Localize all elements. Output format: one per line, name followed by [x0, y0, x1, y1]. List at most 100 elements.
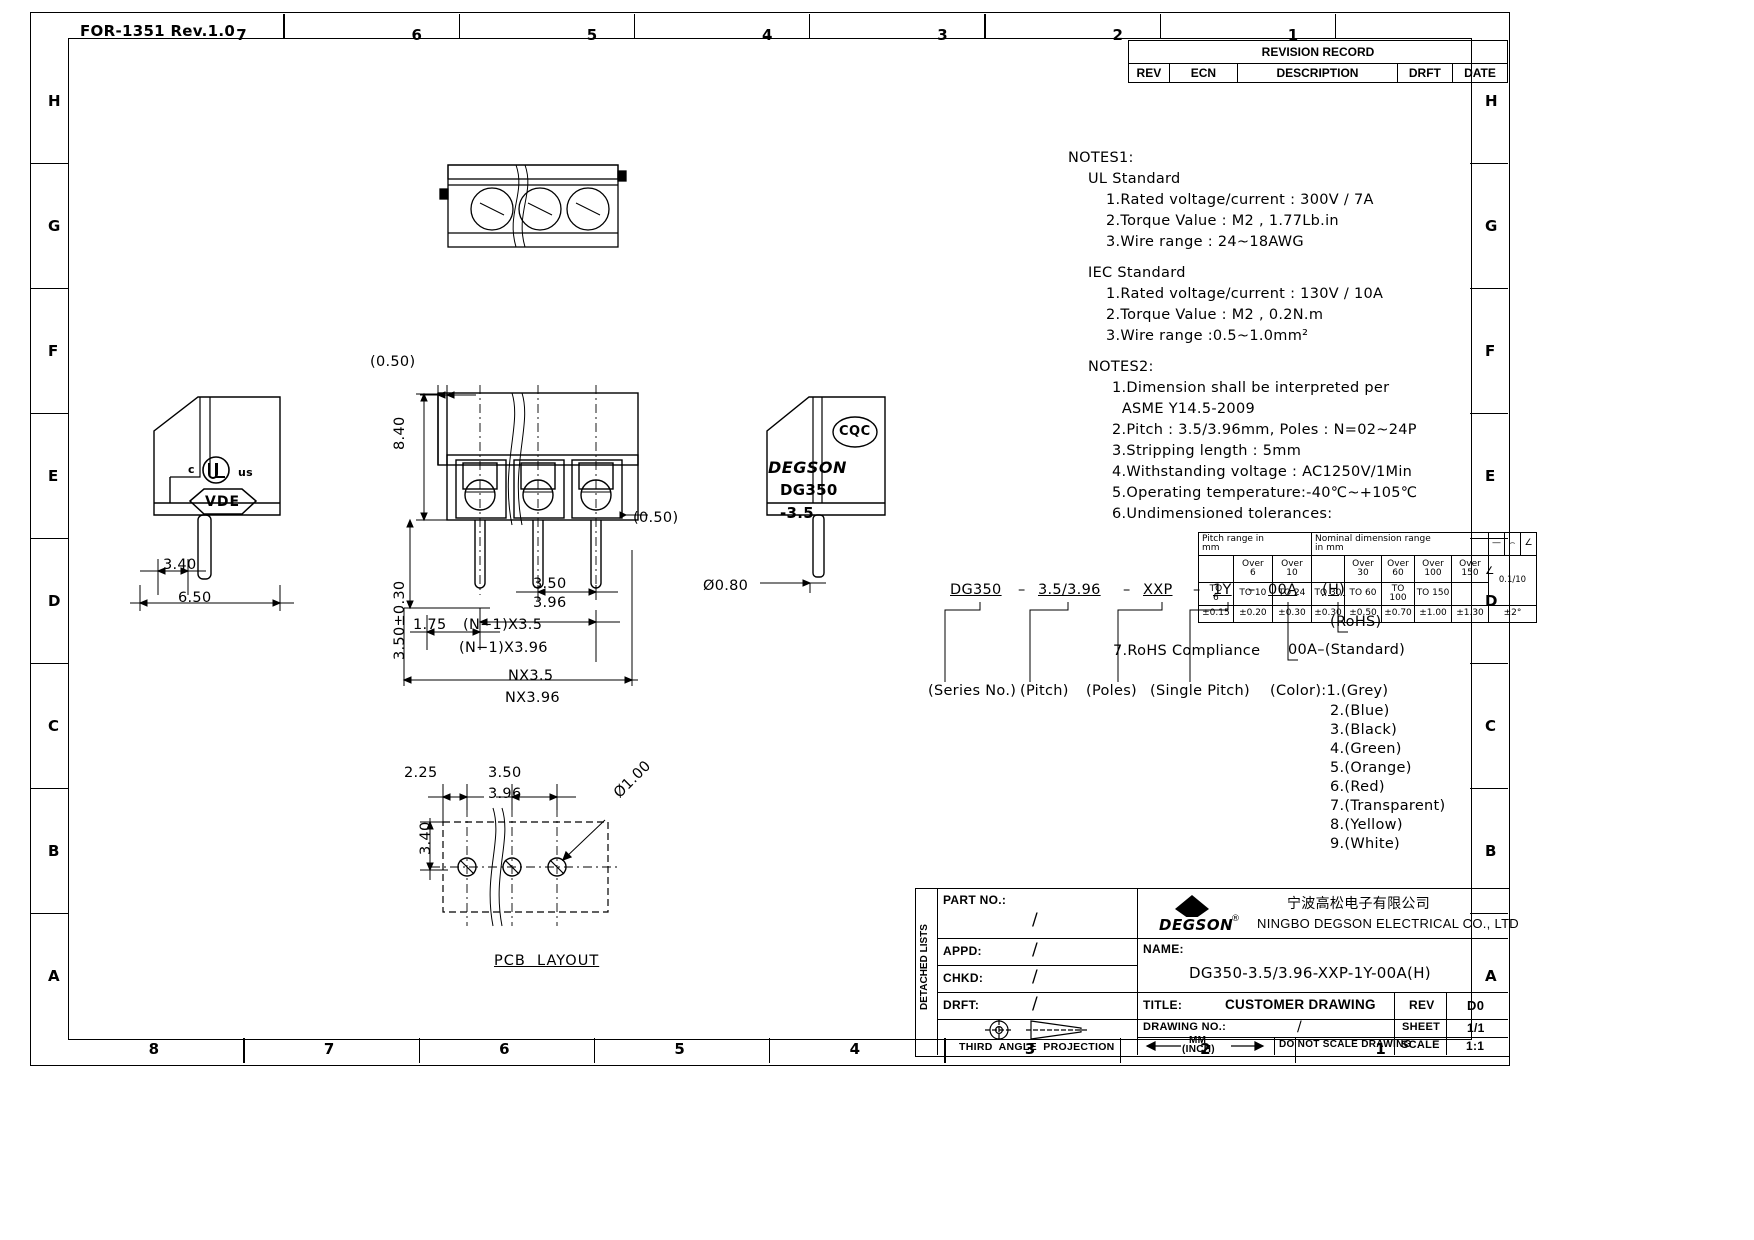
chkd-value: /	[1032, 967, 1039, 987]
part-color-option-9: 9.(White)	[1330, 836, 1401, 852]
title-block-left-column: PART NO.: / APPD: / CHKD: / DRFT: /	[937, 888, 1138, 1055]
scale-label-cell: SCALE	[1394, 1037, 1447, 1055]
zone-side-F-right: F	[1485, 341, 1496, 360]
front-dim-gap-top: (0.50)	[370, 354, 416, 370]
part-no-cell: PART NO.: /	[937, 888, 1138, 939]
tolerance-over-row: Over 6 Over 10 Over 30 Over 60 Over 100 …	[1198, 555, 1537, 606]
zone-top-6: 6	[411, 26, 423, 44]
appd-cell: APPD: /	[937, 938, 1138, 966]
zone-bottom-7: 7	[323, 1040, 335, 1058]
zone-tick	[418, 1038, 420, 1063]
front-dim-span-b: (N−1)X3.96	[459, 640, 548, 656]
part-number-leader-lines	[944, 602, 1348, 682]
no-scale-label: DO NOT SCALE DRAWING	[1279, 1039, 1412, 1050]
pcb-dim-3-96: 3.96	[488, 786, 522, 802]
tolerance-table: Pitch range in mm Nominal dimension rang…	[1198, 532, 1537, 623]
zone-side-E-right: E	[1485, 466, 1496, 485]
tolerance-over-5: Over 60	[1381, 555, 1415, 583]
chkd-cell: CHKD: /	[937, 965, 1138, 993]
tolerance-header-nominal: Nominal dimension range in mm	[1311, 532, 1489, 556]
side-view-dim-6-50: 6.50	[178, 590, 212, 606]
zone-side-H-right: H	[1485, 91, 1498, 110]
zone-side-G-left: G	[48, 216, 61, 235]
part-color-option-7: 7.(Transparent)	[1330, 798, 1446, 814]
zone-side-G-right: G	[1485, 216, 1498, 235]
scale-label: SCALE	[1401, 1039, 1440, 1051]
cqc-label: CQC	[839, 424, 871, 439]
revision-header-drft: DRFT	[1396, 63, 1453, 83]
drft-value: /	[1032, 994, 1039, 1014]
units-row: MM (INCH) DO NOT SCALE DRAWING SCALE 1:1	[1137, 1035, 1508, 1055]
drawing-no-row: DRAWING NO.: / SHEET 1/1	[1137, 1019, 1508, 1038]
tolerance-values-row: ±0.15±0.20±0.30±0.30±0.50±0.70±1.00±1.30…	[1198, 605, 1537, 623]
zone-bottom-3: 3	[1024, 1040, 1036, 1058]
zone-side-C-left: C	[48, 716, 60, 735]
pcb-dim-2-25: 2.25	[404, 765, 438, 781]
zone-side-H-left: H	[48, 91, 61, 110]
zone-bottom-1: 1	[1375, 1040, 1387, 1058]
tolerance-value-2: ±0.30	[1271, 605, 1313, 623]
front-dim-pitch-b: 3.96	[533, 595, 567, 611]
drawing-no-label: DRAWING NO.:	[1143, 1021, 1227, 1033]
part-seg-series: DG350	[950, 582, 1002, 598]
part-color-option-8: 8.(Yellow)	[1330, 817, 1403, 833]
tolerance-sym-arc: ⌢	[1504, 532, 1521, 556]
scale-value-cell: 1:1	[1446, 1037, 1508, 1055]
right-view-drawing	[766, 396, 886, 578]
drawing-no-value: /	[1297, 1019, 1303, 1035]
notes1-group-0-name: UL Standard	[1088, 171, 1181, 187]
zone-bottom-2: 2	[1200, 1040, 1211, 1058]
front-dim-pin-length: 3.50±0.30	[392, 580, 408, 660]
part-color-option-4: 4.(Green)	[1330, 741, 1402, 757]
zone-tick	[1470, 288, 1508, 290]
front-dim-span-a: (N−1)X3.5	[463, 617, 543, 633]
part-sep-4: –	[1248, 582, 1256, 598]
revision-record-table: REVISION RECORD REV ECN DESCRIPTION DRFT…	[1128, 40, 1509, 83]
company-logo-text: DEGSON	[1159, 916, 1234, 934]
model-line-2: -3.5	[780, 504, 814, 522]
zone-tick	[30, 663, 68, 665]
notes2-item-0: 1.Dimension shall be interpreted per	[1112, 380, 1390, 396]
revision-header-ecn: ECN	[1168, 63, 1239, 83]
zone-bottom-5: 5	[674, 1040, 686, 1058]
zone-side-D-left: D	[48, 591, 61, 610]
part-no-value: /	[1032, 910, 1039, 930]
projection-cell: THIRD ANGLE PROJECTION	[937, 1019, 1138, 1055]
zone-tick	[30, 913, 68, 915]
unit-mm-label: MM	[1189, 1035, 1207, 1046]
zone-tick	[984, 14, 986, 38]
pcb-layout-title: PCB LAYOUT	[494, 953, 600, 969]
zone-tick	[1334, 14, 1337, 38]
zone-side-E-left: E	[48, 466, 59, 485]
title-block	[915, 888, 1510, 1057]
part-legend-single-pitch: (Single Pitch)	[1150, 683, 1251, 699]
part-seg-rohs: (H)	[1322, 582, 1346, 598]
part-sep-2: –	[1123, 582, 1131, 598]
zone-top-1: 1	[1287, 26, 1299, 44]
revision-header-date: DATE	[1451, 63, 1509, 83]
notes1-heading: NOTES1:	[1068, 150, 1134, 166]
name-cell: NAME: DG350-3.5/3.96-XXP-1Y-00A(H)	[1137, 938, 1508, 993]
form-number: FOR-1351 Rev.1.0	[80, 22, 236, 40]
title-row: TITLE: CUSTOMER DRAWING REV D0	[1137, 992, 1508, 1020]
notes1-group-0-item-0: 1.Rated voltage/current : 300V / 7A	[1106, 192, 1374, 208]
part-seg-color: 00A	[1268, 582, 1298, 598]
name-label: NAME:	[1143, 942, 1184, 956]
notes2-item-5: 5.Operating temperature:-40℃~+105℃	[1112, 485, 1418, 501]
zone-tick	[1470, 913, 1508, 915]
zone-top-5: 5	[586, 26, 598, 44]
part-legend-poles: (Poles)	[1086, 683, 1138, 699]
zone-tick	[458, 14, 460, 38]
notes1-group-1-name: IEC Standard	[1088, 265, 1186, 281]
zone-top-4: 4	[762, 26, 773, 44]
ul-mark-icon	[202, 456, 230, 484]
zone-tick	[30, 538, 68, 540]
rev-value: D0	[1467, 998, 1485, 1013]
sheet-value: 1/1	[1467, 1021, 1485, 1035]
part-seg-single-pitch: 1Y	[1213, 582, 1232, 598]
part-sep-3: –	[1193, 582, 1201, 598]
notes1-group-1-item-2: 3.Wire range :0.5~1.0mm²	[1106, 328, 1309, 344]
part-legend-series: (Series No.)	[928, 683, 1017, 699]
part-legend-rohs: (RoHS)	[1330, 614, 1382, 630]
tolerance-header-pitch: Pitch range in mm	[1198, 532, 1312, 556]
